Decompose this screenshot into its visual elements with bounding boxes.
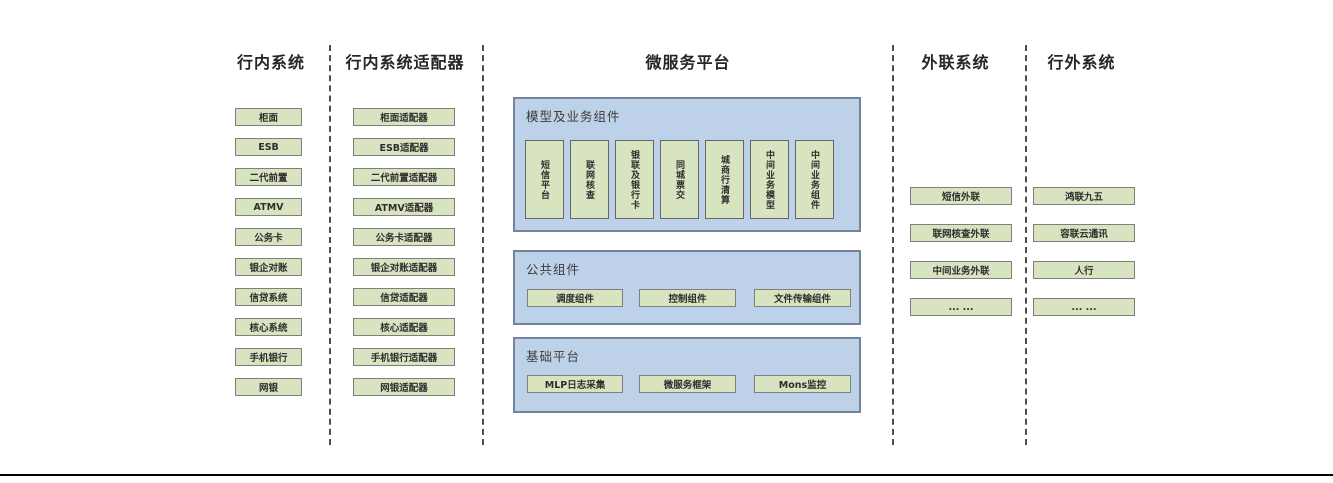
node-external-link: ... ...	[910, 298, 1012, 316]
group-common-components: 公共组件 调度组件 控制组件 文件传输组件	[513, 250, 861, 325]
node-internal-system: 核心系统	[235, 318, 302, 336]
node-internal-system: 银企对账	[235, 258, 302, 276]
node-component: 城商行清算	[705, 140, 744, 219]
node-outside-system: ... ...	[1033, 298, 1135, 316]
node-adapter: 银企对账适配器	[353, 258, 455, 276]
node-outside-system: 人行	[1033, 261, 1135, 279]
node-component: 调度组件	[527, 289, 623, 307]
node-adapter: 网银适配器	[353, 378, 455, 396]
node-component: 同城票交	[660, 140, 699, 219]
node-adapter: 信贷适配器	[353, 288, 455, 306]
group-base-platform: 基础平台 MLP日志采集 微服务框架 Mons监控	[513, 337, 861, 413]
column-divider	[1025, 45, 1027, 445]
column-divider	[482, 45, 484, 445]
node-internal-system: 信贷系统	[235, 288, 302, 306]
node-adapter: 二代前置适配器	[353, 168, 455, 186]
node-outside-system: 鸿联九五	[1033, 187, 1135, 205]
group-model-business-components: 模型及业务组件 短信平台 联网核查 银联及银行卡 同城票交 城商行清算 中间业务…	[513, 97, 861, 232]
node-internal-system: 手机银行	[235, 348, 302, 366]
column-title-external-link-systems: 外联系统	[921, 53, 990, 72]
group-title: 公共组件	[526, 262, 581, 277]
column-divider	[329, 45, 331, 445]
column-title-microservice-platform: 微服务平台	[645, 53, 731, 72]
column-title-internal-systems: 行内系统	[236, 53, 305, 72]
node-component: 联网核查	[570, 140, 609, 219]
node-adapter: 核心适配器	[353, 318, 455, 336]
node-outside-system: 容联云通讯	[1033, 224, 1135, 242]
node-internal-system: ATMV	[235, 198, 302, 216]
node-component: 文件传输组件	[754, 289, 851, 307]
node-component: Mons监控	[754, 375, 851, 393]
node-adapter: 手机银行适配器	[353, 348, 455, 366]
node-internal-system: ESB	[235, 138, 302, 156]
node-component: 中间业务模型	[750, 140, 789, 219]
column-title-outside-bank-systems: 行外系统	[1047, 53, 1116, 72]
node-component: 银联及银行卡	[615, 140, 654, 219]
column-divider	[892, 45, 894, 445]
node-component: 中间业务组件	[795, 140, 834, 219]
node-adapter: ESB适配器	[353, 138, 455, 156]
node-internal-system: 网银	[235, 378, 302, 396]
node-component: 控制组件	[639, 289, 736, 307]
bottom-rule	[0, 474, 1333, 476]
node-adapter: 柜面适配器	[353, 108, 455, 126]
node-adapter: ATMV适配器	[353, 198, 455, 216]
node-component: 微服务框架	[639, 375, 736, 393]
node-external-link: 短信外联	[910, 187, 1012, 205]
group-title: 模型及业务组件	[526, 109, 621, 124]
node-external-link: 中间业务外联	[910, 261, 1012, 279]
node-external-link: 联网核查外联	[910, 224, 1012, 242]
column-title-internal-adapters: 行内系统适配器	[345, 53, 465, 72]
node-internal-system: 柜面	[235, 108, 302, 126]
node-internal-system: 公务卡	[235, 228, 302, 246]
node-component: MLP日志采集	[527, 375, 623, 393]
node-component: 短信平台	[525, 140, 564, 219]
node-adapter: 公务卡适配器	[353, 228, 455, 246]
group-title: 基础平台	[526, 349, 581, 364]
node-internal-system: 二代前置	[235, 168, 302, 186]
